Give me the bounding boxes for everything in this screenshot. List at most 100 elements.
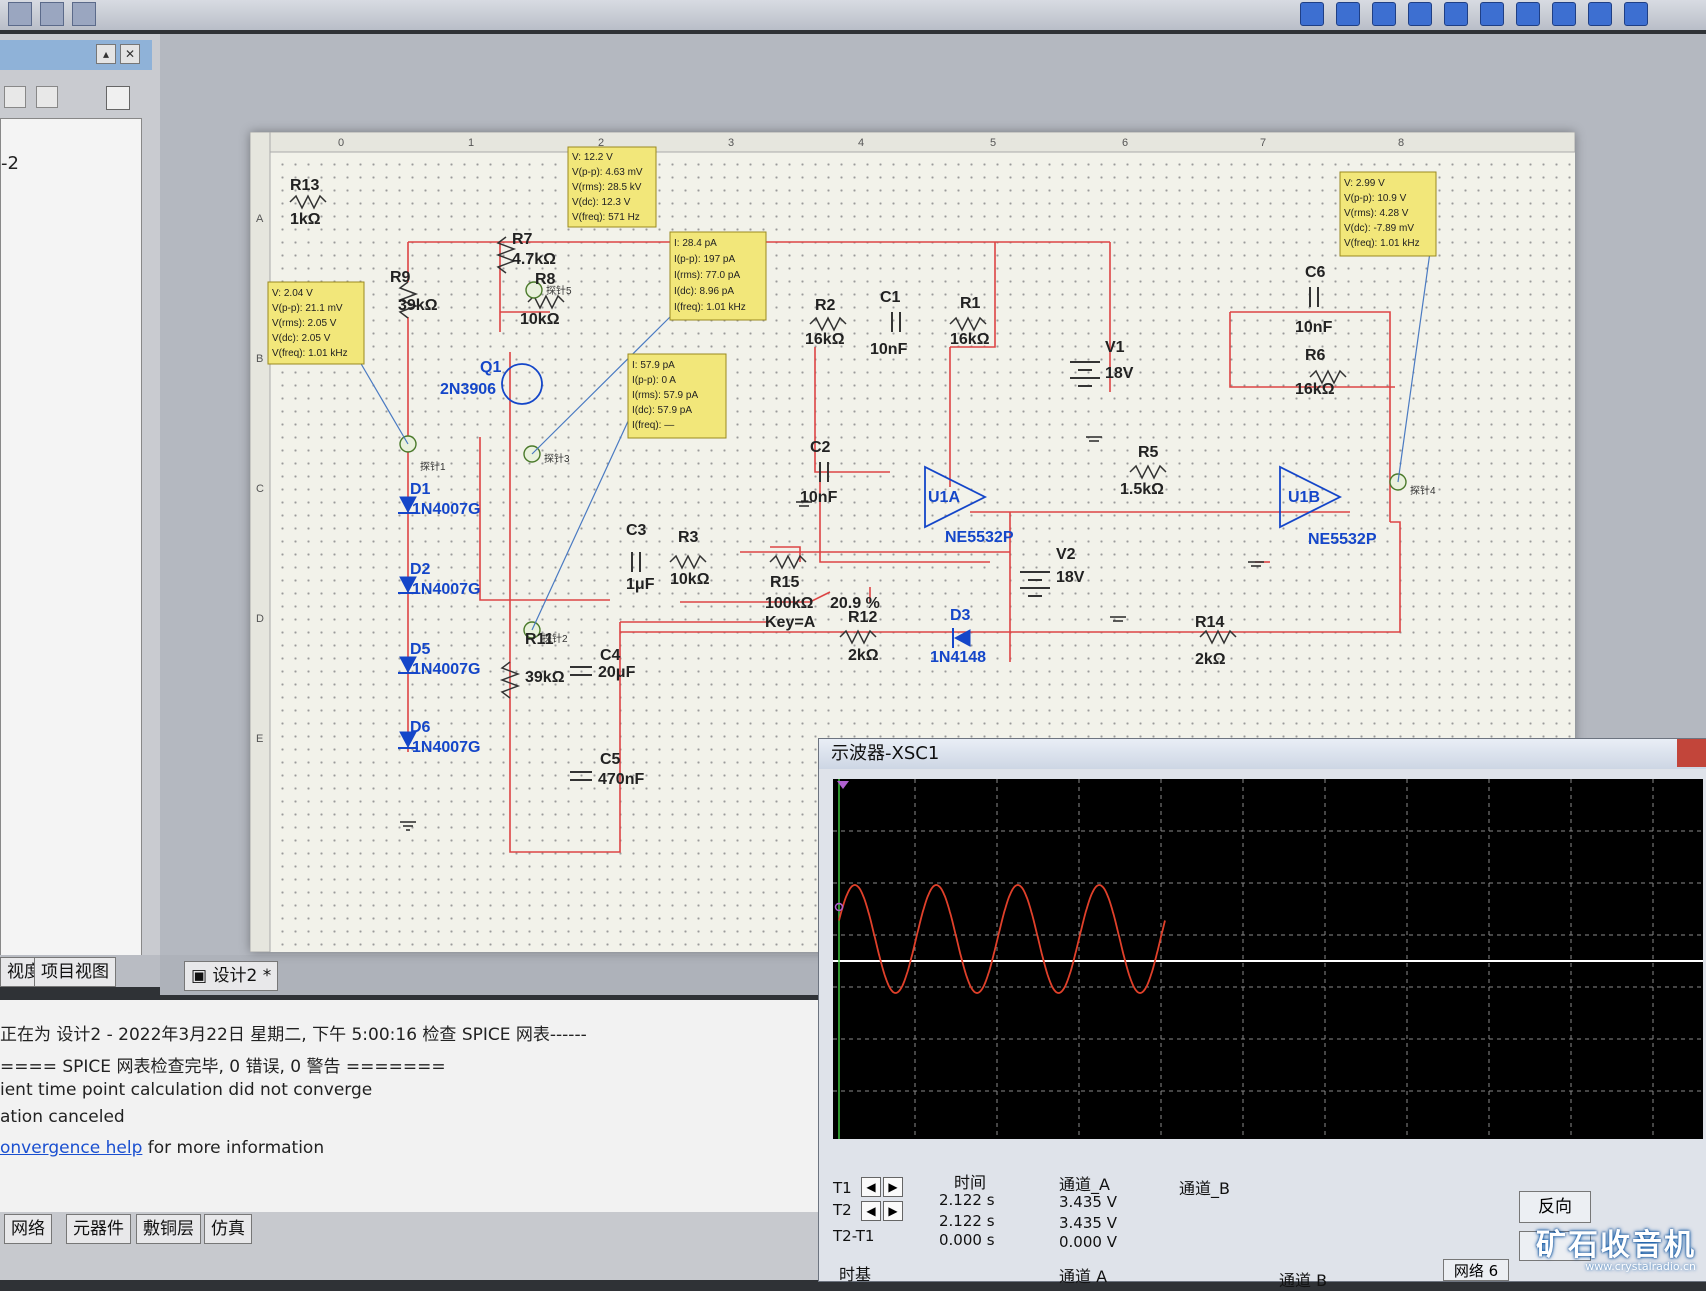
probe-reading: I(rms): 57.9 pA <box>632 390 698 401</box>
sim-tool-icon[interactable] <box>1588 2 1612 26</box>
tab-simulation[interactable]: 仿真 <box>204 1214 252 1244</box>
probe-reading: V(p-p): 10.9 V <box>1344 193 1407 204</box>
oscilloscope-display <box>833 779 1703 1139</box>
left-panel-tabs: 视度 项目视图 <box>0 955 160 987</box>
watermark-text: 矿石收音机 <box>1536 1228 1696 1263</box>
document-icon[interactable] <box>36 86 58 108</box>
label-d5-ref: D5 <box>410 641 431 658</box>
sim-tool-icon[interactable] <box>1336 2 1360 26</box>
label-c2-value: 10nF <box>800 489 838 506</box>
probe-reading: V: 2.04 V <box>272 288 313 299</box>
tab-label: 设计2 * <box>212 966 272 986</box>
resistor-r9 <box>397 281 419 319</box>
probe-reading: V(rms): 4.28 V <box>1344 208 1409 219</box>
label-d6-value: 1N4007G <box>412 739 481 756</box>
label-r15-ref: R15 <box>770 574 799 591</box>
reverse-button[interactable]: 反向 <box>1519 1191 1591 1223</box>
timebase-label: 时基 <box>839 1265 872 1284</box>
label-d3-value: 1N4148 <box>930 649 986 666</box>
probe-reading: I(p-p): 197 pA <box>674 254 735 265</box>
probe-box-1: V: 2.04 V V(p-p): 21.1 mV V(rms): 2.05 V… <box>267 281 365 365</box>
document-icon: ▣ <box>191 966 213 986</box>
cursor-marker-icon <box>837 781 849 789</box>
oscilloscope-title[interactable]: 示波器-XSC1 <box>819 739 1706 769</box>
resistor-r12 <box>839 629 877 645</box>
readout-delta-time: 0.000 s <box>939 1231 995 1249</box>
readout-delta-ch-a: 0.000 V <box>1059 1233 1117 1251</box>
graph-icon[interactable] <box>40 2 64 26</box>
tree-item[interactable]: -2 <box>1 153 19 174</box>
probe-box-bg <box>627 353 727 439</box>
label-d1-ref: D1 <box>410 481 431 498</box>
label-d1-value: 1N4007G <box>412 501 481 518</box>
oscilloscope-screen[interactable] <box>833 779 1703 1139</box>
probe-reading: I(rms): 77.0 pA <box>674 270 740 281</box>
graph-icon[interactable] <box>72 2 96 26</box>
row-letter: B <box>256 353 263 365</box>
tab-project-view[interactable]: 项目视图 <box>34 957 116 987</box>
diode-d3 <box>953 629 971 647</box>
design-tree[interactable]: -2 <box>0 118 142 960</box>
refresh-icon[interactable] <box>106 86 130 110</box>
label-r6-value: 16kΩ <box>1295 381 1335 398</box>
convergence-help-link[interactable]: onvergence help <box>0 1138 143 1158</box>
probe-reading: I(dc): 8.96 pA <box>674 286 734 297</box>
sim-tool-icon[interactable] <box>1480 2 1504 26</box>
probe-reading: I(dc): 57.9 pA <box>632 405 692 416</box>
resistor-r14 <box>1199 629 1237 645</box>
tab-nets[interactable]: 网络 <box>4 1214 52 1244</box>
probe-reading: V(freq): 571 Hz <box>572 212 640 223</box>
minimize-icon[interactable]: ▴ <box>96 44 116 64</box>
transistor-q1 <box>501 363 543 405</box>
readout-header-time: 时间 <box>954 1173 987 1192</box>
save-button[interactable] <box>1519 1231 1591 1261</box>
oscilloscope-window[interactable]: 示波器-XSC1 时间 通道_A 通道_B T1 ◀ ▶ 2.122 s 3.4… <box>818 738 1706 1290</box>
channel-b-label: 通道 B <box>1279 1271 1328 1290</box>
sim-tool-icon[interactable] <box>1300 2 1324 26</box>
graph-icon[interactable] <box>8 2 32 26</box>
folder-icon[interactable] <box>4 86 26 108</box>
label-probe-5: 探针5 <box>546 284 572 297</box>
label-probe-2: 探针2 <box>542 632 568 645</box>
cursor-right-icon[interactable]: ▶ <box>883 1201 903 1221</box>
label-v1-value: 18V <box>1105 365 1134 382</box>
tab-copper-layers[interactable]: 敷铜层 <box>136 1214 201 1244</box>
sim-tool-icon[interactable] <box>1552 2 1576 26</box>
log-line: 正在为 设计2 - 2022年3月22日 星期二, 下午 5:00:16 检查 … <box>0 1025 587 1045</box>
probe-reading: I: 28.4 pA <box>674 238 717 249</box>
diode-d2 <box>399 576 417 594</box>
col-number: 0 <box>338 137 344 149</box>
close-icon[interactable] <box>1677 739 1706 767</box>
label-r15-key: Key=A <box>765 614 816 631</box>
network-value: 6 <box>1488 1262 1499 1280</box>
tab-design2[interactable]: ▣ 设计2 * <box>184 961 279 991</box>
probe-reading: V(freq): 1.01 kHz <box>272 348 348 359</box>
cursor-left-icon[interactable]: ◀ <box>861 1201 881 1221</box>
cursor-right-icon[interactable]: ▶ <box>883 1177 903 1197</box>
label-r7-value: 4.7kΩ <box>512 251 556 268</box>
close-icon[interactable]: ✕ <box>120 44 140 64</box>
cursor-left-icon[interactable]: ◀ <box>861 1177 881 1197</box>
row-letter: C <box>256 483 264 495</box>
sim-tool-icon[interactable] <box>1444 2 1468 26</box>
top-ruler <box>249 131 1576 153</box>
sim-tool-icon[interactable] <box>1408 2 1432 26</box>
diode-d5 <box>399 656 417 674</box>
network-selector[interactable]: 网络 6 <box>1443 1259 1509 1281</box>
readout-header-ch-a: 通道_A <box>1059 1175 1110 1194</box>
trigger-marker-icon <box>834 902 844 912</box>
output-log[interactable]: 正在为 设计2 - 2022年3月22日 星期二, 下午 5:00:16 检查 … <box>0 1000 830 1215</box>
battery-symbols <box>1020 361 1100 597</box>
col-number: 6 <box>1122 137 1128 149</box>
tab-components[interactable]: 元器件 <box>66 1214 131 1244</box>
watermark-url: www.crystalradio.cn <box>1585 1260 1696 1273</box>
readout-label-t2: T2 <box>833 1201 852 1219</box>
panel-header: ▴ ✕ <box>0 40 152 70</box>
sim-tool-icon[interactable] <box>1516 2 1540 26</box>
label-r8-ref: R8 <box>535 271 556 288</box>
sim-tool-icon[interactable] <box>1372 2 1396 26</box>
log-text: for more information <box>142 1138 325 1158</box>
sim-tool-icon[interactable] <box>1624 2 1648 26</box>
label-v2-value: 18V <box>1056 569 1085 586</box>
spreadsheet-tabs: 网络 元器件 敷铜层 仿真 <box>0 1212 830 1280</box>
